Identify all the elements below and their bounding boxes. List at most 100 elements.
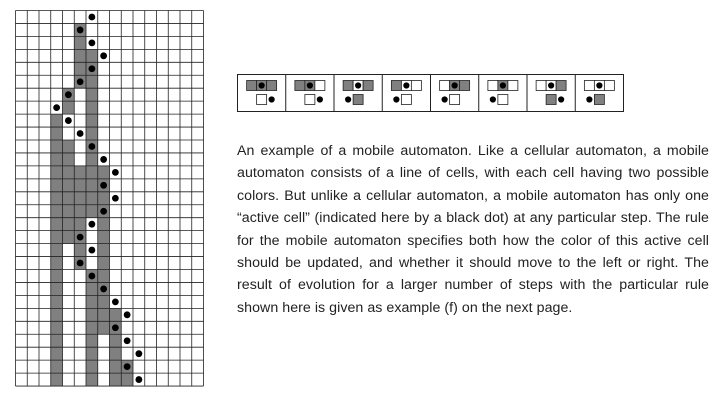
gray-cell	[86, 295, 98, 309]
active-cell-dot	[64, 117, 72, 124]
rule-input-cell	[294, 80, 306, 91]
gray-cell	[86, 75, 98, 89]
rule-case	[381, 74, 422, 112]
gray-cell	[74, 178, 86, 192]
gray-cell	[109, 308, 122, 322]
gray-cell	[109, 360, 122, 374]
gray-cell	[74, 165, 86, 179]
gray-cell	[50, 217, 63, 231]
gray-cell	[86, 101, 98, 115]
rule-input-cell	[439, 80, 451, 91]
active-cell-dot	[53, 104, 61, 112]
gray-cell	[109, 347, 122, 361]
active-cell-dot	[135, 376, 143, 383]
gray-cell	[97, 165, 110, 179]
gray-cell	[62, 152, 75, 166]
gray-cell	[86, 114, 98, 128]
gray-cell	[74, 191, 86, 205]
rule-output-active-dot	[345, 96, 352, 103]
rule-output-cell	[593, 94, 605, 105]
gray-cell	[74, 36, 86, 50]
rule-case	[333, 74, 374, 112]
rule-output-cell	[497, 94, 509, 105]
active-cell-dot	[88, 65, 96, 73]
gray-cell	[86, 127, 98, 140]
active-cell-dot	[123, 311, 131, 319]
gray-cell	[97, 321, 110, 335]
gray-cell	[86, 204, 98, 218]
gray-cell	[62, 204, 75, 218]
gray-cell	[50, 140, 63, 153]
active-cell-dot	[100, 285, 108, 293]
gray-cell	[74, 204, 86, 218]
active-cell-dot	[76, 259, 84, 267]
gray-cell	[50, 204, 63, 218]
gray-cell	[62, 140, 75, 153]
gray-cell	[121, 373, 133, 387]
gray-cell	[97, 243, 110, 257]
rule-input-active-dot	[451, 82, 458, 89]
rule-case	[526, 74, 567, 112]
gray-cell	[50, 230, 63, 244]
mobile-automaton-evolution-grid	[15, 10, 204, 387]
rule-output-cell	[449, 94, 461, 105]
rule-input-active-dot	[403, 82, 410, 89]
gray-cell	[62, 191, 75, 205]
rule-output-active-dot	[316, 96, 323, 103]
rule-output-active-dot	[586, 96, 593, 103]
gray-cell	[50, 152, 63, 166]
gray-cell	[109, 334, 122, 348]
gray-cell	[50, 256, 63, 270]
active-cell-dot	[88, 39, 96, 47]
rule-case	[574, 74, 615, 112]
rule-input-cell	[410, 80, 422, 91]
active-cell-dot	[76, 130, 84, 137]
gray-cell	[86, 373, 98, 387]
rule-input-cell	[459, 80, 471, 91]
gray-cell	[97, 191, 110, 205]
gray-cell	[62, 165, 75, 179]
rule-output-cell	[304, 94, 316, 105]
gray-cell	[50, 373, 63, 387]
rule-output-active-dot	[393, 96, 400, 103]
rule-case	[246, 80, 278, 105]
gray-cell	[86, 347, 98, 361]
rule-output-active-dot	[558, 96, 565, 103]
rule-input-active-dot	[258, 82, 265, 89]
rule-output-cell	[352, 94, 364, 105]
rule-input-cell	[314, 80, 326, 91]
active-cell-dot	[123, 363, 131, 371]
gray-cell	[50, 114, 63, 128]
gray-cell	[62, 230, 75, 244]
gray-cell	[97, 269, 110, 283]
gray-cell	[86, 178, 98, 192]
rule-input-active-dot	[596, 82, 603, 89]
active-cell-dot	[100, 181, 108, 189]
active-cell-dot	[76, 26, 84, 34]
active-cell-dot	[88, 272, 96, 280]
gray-cell	[74, 217, 86, 231]
gray-cell	[50, 269, 63, 283]
gray-cell	[97, 230, 110, 244]
rule-input-active-dot	[548, 82, 555, 89]
active-cell-dot	[100, 52, 108, 60]
rule-case	[478, 74, 519, 112]
gray-cell	[97, 295, 110, 309]
rule-input-cell	[266, 80, 278, 91]
rule-input-cell	[583, 80, 595, 91]
gray-cell	[97, 217, 110, 231]
gray-cell	[97, 256, 110, 270]
gray-cell	[50, 243, 63, 257]
active-cell-dot	[88, 220, 96, 228]
gray-cell	[50, 347, 63, 361]
rule-input-cell	[246, 80, 258, 91]
active-cell-dot	[100, 207, 108, 215]
gray-cell	[62, 101, 75, 115]
rule-case	[430, 74, 471, 112]
gray-cell	[74, 243, 86, 257]
gray-cell	[86, 282, 98, 296]
active-cell-dot	[111, 194, 119, 202]
gray-cell	[50, 165, 63, 179]
gray-cell	[50, 334, 63, 348]
gray-cell	[97, 308, 110, 322]
